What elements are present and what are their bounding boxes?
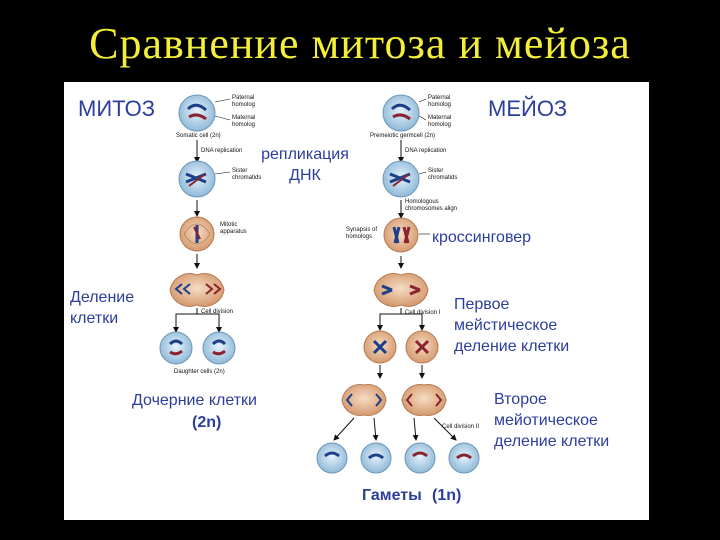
diagram-panel: МИТОЗ репликация ДНК Деление клетки Доче… — [64, 82, 649, 520]
daughter-cells-small-label: Daughter cells (2n) — [174, 369, 225, 375]
slide-title: Сравнение митоза и мейоза — [89, 19, 631, 68]
somatic-cell-label: Somatic cell (2n) — [176, 133, 221, 139]
meiosis-second-division-cell-1 — [341, 384, 387, 416]
gametes-ploidy-label: (1n) — [432, 487, 462, 504]
meiosis-maternal-label: Maternal homolog — [428, 115, 452, 128]
meiosis-sister-chromatids-label: Sister chromatids — [428, 168, 458, 181]
meiosis-second-division-cell-2 — [401, 384, 447, 416]
meiosis-paternal-label: Paternal homolog — [428, 95, 452, 108]
meiosis-synapsis-cell — [383, 217, 430, 253]
meiosis-dna-replication-label: DNA replication — [405, 148, 447, 154]
gamete-cell-2 — [360, 442, 392, 474]
cell-division-2-label: Cell division II — [442, 424, 480, 430]
cell-division-label: Деление клетки — [70, 289, 135, 327]
meiosis-secondary-cell-1 — [363, 330, 397, 364]
meiosis-first-division-cell — [373, 273, 429, 307]
first-meiotic-division-label: Первое мейстическое деление клетки — [454, 296, 570, 355]
replication-label: репликация ДНК — [261, 146, 349, 184]
cell-division-1-label: Cell division I — [405, 310, 441, 316]
diagram-artwork — [159, 94, 480, 474]
mitosis-somatic-cell — [178, 94, 231, 132]
mitosis-dividing-cell — [169, 273, 225, 307]
gamete-cell-4 — [448, 442, 480, 474]
homologous-align-label: Homologous chromosomes align — [405, 199, 458, 212]
gametes-label: Гаметы — [362, 487, 422, 504]
meiosis-replicated-cell — [382, 160, 427, 198]
meiosis-heading: МЕЙОЗ — [488, 96, 568, 121]
mitosis-maternal-label: Maternal homolog — [232, 115, 256, 128]
meiosis-secondary-cell-2 — [405, 330, 439, 364]
gamete-cell-3 — [404, 442, 436, 474]
crossover-label: кроссинговер — [432, 229, 532, 246]
mitosis-replicated-cell — [178, 160, 231, 198]
mitosis-heading: МИТОЗ — [78, 96, 155, 121]
daughter-ploidy-label: (2n) — [192, 414, 222, 431]
mitosis-sister-chromatids-label: Sister chromatids — [232, 168, 262, 181]
second-meiotic-division-label: Второе мейотическое деление клетки — [494, 391, 610, 450]
premeiotic-cell-label: Premeiotic germcell (2n) — [370, 133, 436, 139]
mitosis-cell-division-small-label: Cell division — [201, 309, 234, 315]
meiosis-germ-cell — [382, 94, 427, 132]
mitosis-daughter-cell-1 — [159, 331, 193, 365]
mitotic-apparatus-label: Mitotic apparatus — [220, 222, 247, 235]
mitosis-mitotic-cell — [179, 216, 215, 252]
mitosis-dna-replication-label: DNA replication — [201, 148, 243, 154]
gamete-cell-1 — [316, 442, 348, 474]
mitosis-daughter-cell-2 — [202, 331, 236, 365]
daughter-cells-label: Дочерние клетки — [132, 392, 257, 409]
mitosis-paternal-label: Paternal homolog — [232, 95, 256, 108]
synapsis-label: Synapsis of homologs — [346, 227, 378, 240]
